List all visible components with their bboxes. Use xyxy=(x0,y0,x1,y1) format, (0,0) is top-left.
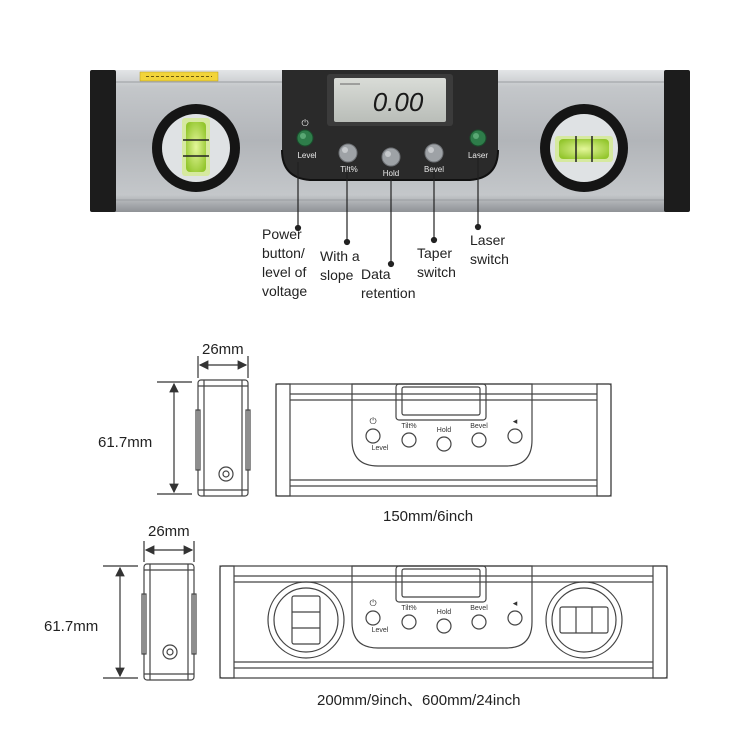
laser-label: Laser xyxy=(468,151,488,160)
side-view-b xyxy=(141,563,197,681)
hold-button[interactable] xyxy=(381,147,401,167)
drawing-b-level-label: Level xyxy=(372,627,389,634)
callout-laser: Laser switch xyxy=(470,232,509,267)
drawing-b-hold-label: Hold xyxy=(437,609,452,616)
drawing-a-power-icon: ⏻ xyxy=(369,416,376,426)
caption-b: 200mm/9inch、600mm/24inch xyxy=(317,692,521,709)
drawing-b-bevel-label: Bevel xyxy=(470,605,488,612)
drawing-a-bevel-label: Bevel xyxy=(470,423,488,430)
drawing-a-hold-label: Hold xyxy=(437,427,452,434)
front-view-b xyxy=(219,565,668,679)
drawing-a-tilt-label: Tilt% xyxy=(401,423,416,430)
height-label-a: 61.7mm xyxy=(98,434,153,451)
drawing-b-power-icon: ⏻ xyxy=(369,598,376,608)
left-vial-window xyxy=(152,104,240,192)
right-end-cap xyxy=(664,70,690,212)
drawing-a-laser-icon: ◂ xyxy=(513,416,518,426)
height-label-b: 61.7mm xyxy=(44,618,99,635)
callout-hold: Data retention xyxy=(361,266,416,301)
caption-a: 150mm/6inch xyxy=(383,508,474,525)
lcd-display xyxy=(334,78,446,122)
callout-bevel: Taper switch xyxy=(417,245,456,280)
left-end-cap xyxy=(90,70,116,212)
power-icon: ⏻ xyxy=(301,118,308,128)
power-level-label: Level xyxy=(297,151,316,160)
hold-label: Hold xyxy=(383,169,399,178)
callout-power: Power button/ level of voltage xyxy=(262,226,308,299)
side-view-a xyxy=(195,379,251,497)
power-level-button[interactable] xyxy=(296,129,314,147)
left-vial-bubble xyxy=(186,122,206,172)
bevel-label: Bevel xyxy=(424,165,444,174)
front-view-a xyxy=(275,383,612,497)
technical-drawings: Tilt% Hold Bevel Level Tilt% Hold Bevel … xyxy=(103,356,668,681)
digital-level-photo: 0.00 ⏻ Level Tilt% Hold Bevel Laser xyxy=(90,70,690,268)
right-vial-window xyxy=(540,104,628,192)
right-vial-bubble xyxy=(559,139,609,159)
lcd-reading: 0.00 xyxy=(373,87,424,117)
drawing-a-level-label: Level xyxy=(372,445,389,452)
tilt-label: Tilt% xyxy=(340,165,357,174)
tilt-button[interactable] xyxy=(338,143,358,163)
drawing-b-laser-icon: ◂ xyxy=(513,598,518,608)
laser-button[interactable] xyxy=(469,129,487,147)
callout-tilt: With a slope xyxy=(320,248,360,283)
bevel-button[interactable] xyxy=(424,143,444,163)
callout-leaders xyxy=(294,156,482,268)
drawing-b-tilt-label: Tilt% xyxy=(401,605,416,612)
width-label-a: 26mm xyxy=(202,341,244,358)
width-label-b: 26mm xyxy=(148,523,190,540)
